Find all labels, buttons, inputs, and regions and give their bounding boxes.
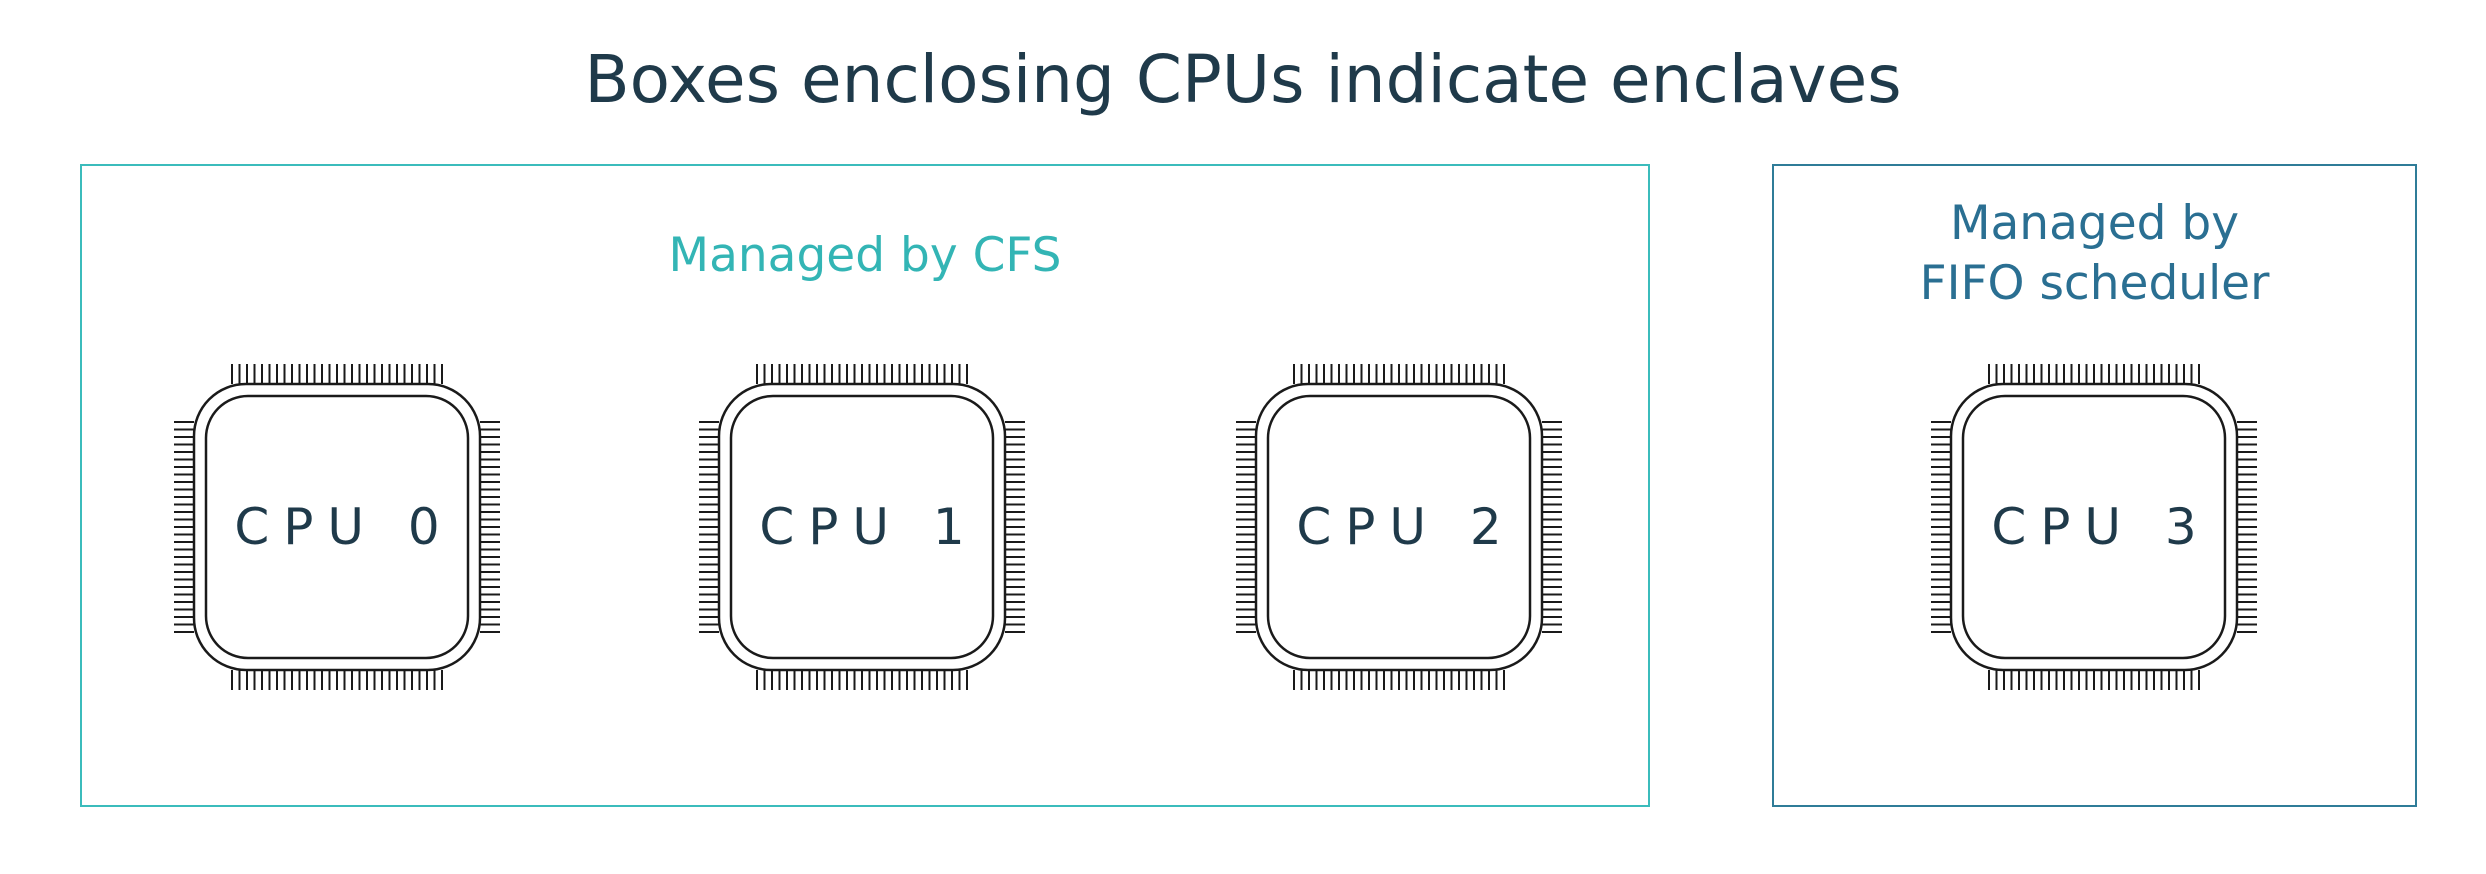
- cpu-chip-icon: [174, 364, 500, 690]
- enclave-cfs: Managed by CFS: [80, 164, 1650, 807]
- cpu-chip-0: CPU 0: [160, 350, 514, 704]
- enclave-label-fifo: Managed by FIFO scheduler: [1919, 196, 2270, 311]
- diagram-title: Boxes enclosing CPUs indicate enclaves: [584, 41, 1902, 118]
- cpu-chip-icon: [1931, 364, 2257, 690]
- cpu-label-2: CPU 2: [1296, 498, 1516, 556]
- cpu-label-3: CPU 3: [1991, 498, 2211, 556]
- enclave-fifo: Managed by FIFO scheduler: [1772, 164, 2417, 807]
- cpu-chip-1: CPU 1: [685, 350, 1039, 704]
- cpu-label-1: CPU 1: [759, 498, 979, 556]
- cpu-label-0: CPU 0: [234, 498, 454, 556]
- cpu-chip-icon: [1236, 364, 1562, 690]
- cpu-chip-3: CPU 3: [1917, 350, 2271, 704]
- cpu-chip-2: CPU 2: [1222, 350, 1576, 704]
- cpu-chip-icon: [699, 364, 1025, 690]
- enclave-label-cfs: Managed by CFS: [668, 228, 1062, 283]
